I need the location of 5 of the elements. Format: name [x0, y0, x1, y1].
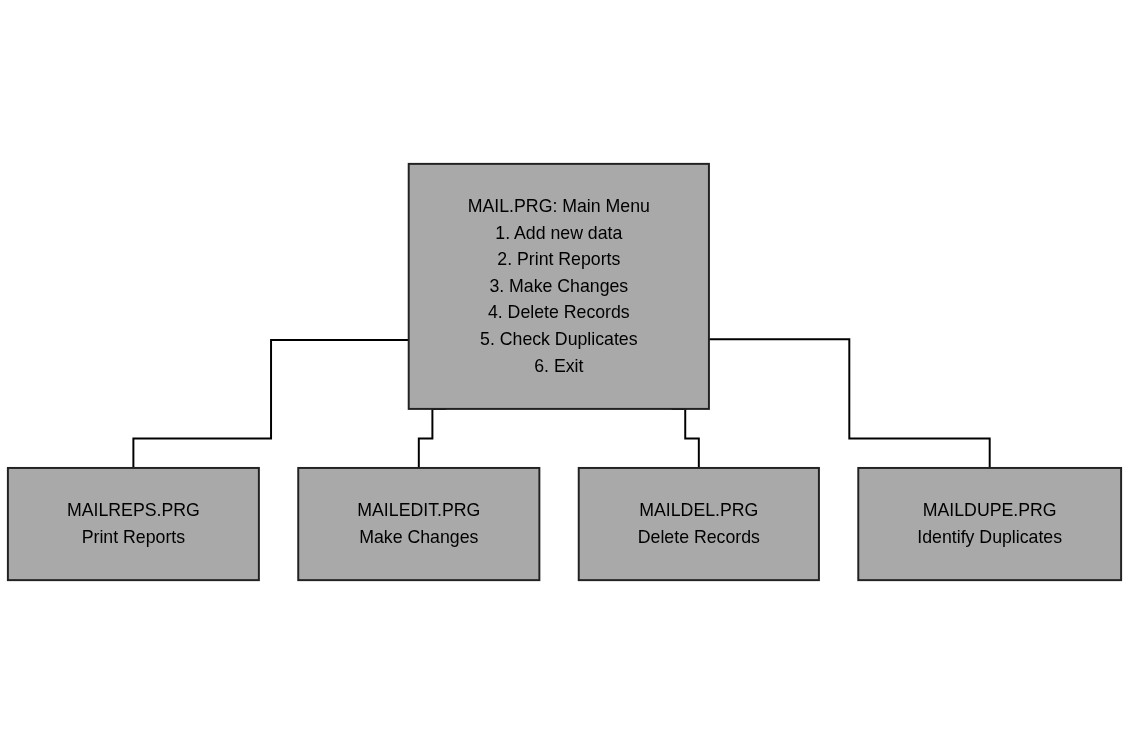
node-box: MAIL.PRG: Main Menu 1. Add new data 2. Print Reports 3. Make Changes 4. Delete Records 5. Check Duplicates 6. Exit — [407, 163, 710, 411]
node-box: MAILEDIT.PRG Make Changes — [297, 467, 541, 582]
node-box: MAILREPS.PRG Print Reports — [6, 467, 260, 582]
node-box: MAILDUPE.PRG Identify Duplicates — [857, 467, 1123, 582]
node-box: MAILDEL.PRG Delete Records — [577, 467, 820, 582]
